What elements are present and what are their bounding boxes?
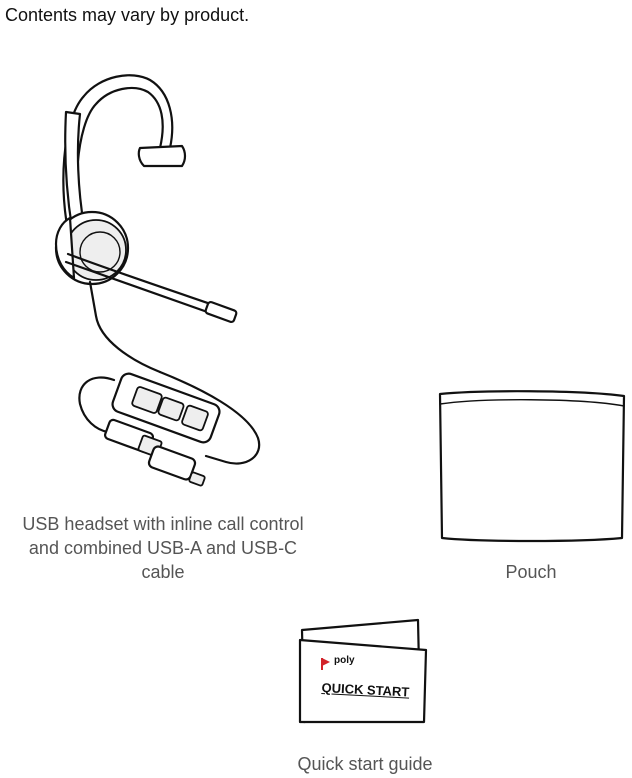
guide-brand: poly [334,655,355,666]
contents-note: Contents may vary by product. [5,5,250,25]
pouch-caption: Pouch [505,562,557,582]
guide-caption: Quick start guide [297,754,433,774]
poly-logo [321,658,330,670]
headset-caption: USB headset with inline call control and… [22,514,304,582]
